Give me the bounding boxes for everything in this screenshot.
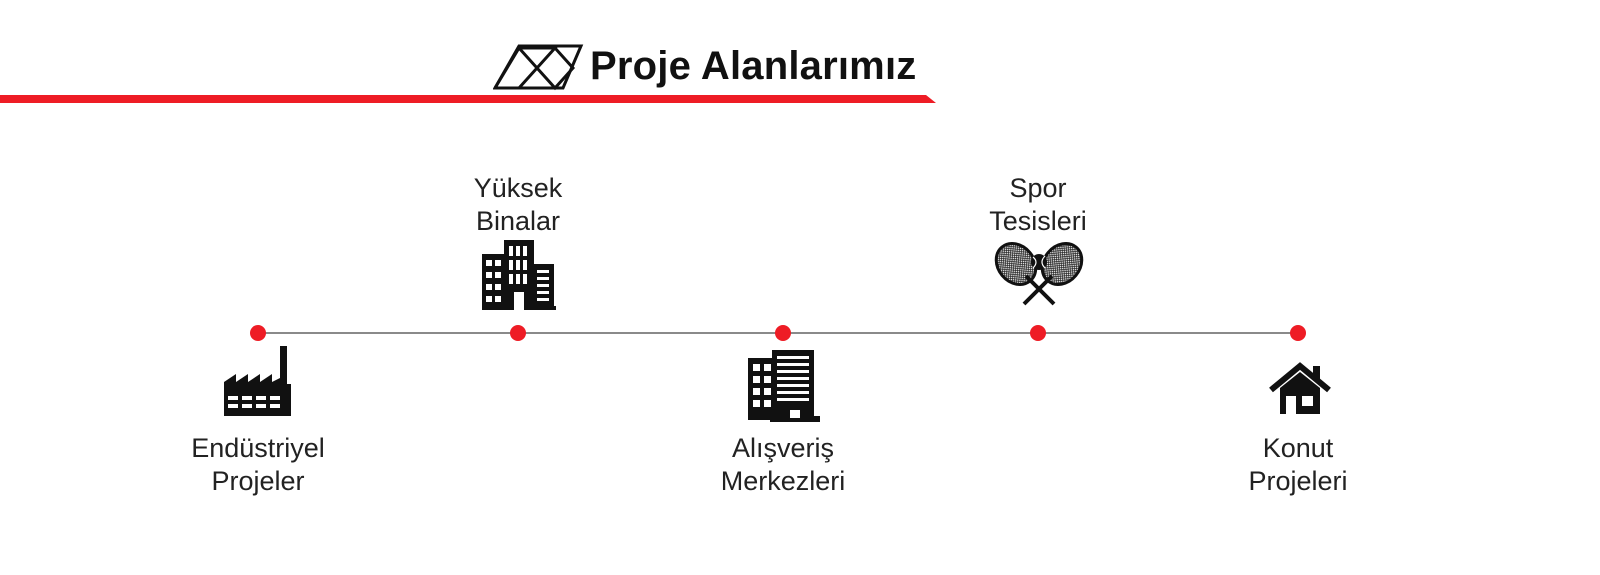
header: Proje Alanlarımız xyxy=(0,0,1600,110)
shopping-center-building-icon xyxy=(748,350,820,422)
timeline-item-shopping: Alışveriş Merkezleri xyxy=(683,432,883,498)
timeline-dot-residential xyxy=(1290,325,1306,341)
timeline-item-sports: Spor Tesisleri xyxy=(938,172,1138,238)
page-title: Proje Alanlarımız xyxy=(590,44,917,88)
title-underline xyxy=(0,95,936,103)
high-rise-buildings-icon xyxy=(482,240,556,310)
timeline-dot-industrial xyxy=(250,325,266,341)
timeline-item-residential: Konut Projeleri xyxy=(1198,432,1398,498)
timeline-item-high-rise: Yüksek Binalar xyxy=(418,172,618,238)
item-label-line2: Projeleri xyxy=(1248,466,1348,496)
item-label-line2: Merkezleri xyxy=(720,466,846,496)
timeline-dot-high-rise xyxy=(510,325,526,341)
timeline-dot-sports xyxy=(1030,325,1046,341)
item-label-line1: Konut xyxy=(1262,433,1334,463)
item-label-line1: Spor xyxy=(1009,173,1067,203)
timeline-dot-shopping xyxy=(775,325,791,341)
tennis-rackets-icon xyxy=(994,242,1084,306)
item-label-line1: Endüstriyel xyxy=(191,433,325,463)
item-label-line1: Alışveriş xyxy=(731,433,834,463)
item-label-line1: Yüksek xyxy=(473,173,563,203)
house-icon xyxy=(1269,362,1331,414)
item-label-line2: Binalar xyxy=(475,206,561,236)
truss-logo-icon xyxy=(493,44,584,91)
timeline-item-industrial: Endüstriyel Projeler xyxy=(158,432,358,498)
factory-icon xyxy=(224,346,291,416)
item-label-line2: Tesisleri xyxy=(989,206,1087,236)
item-label-line2: Projeler xyxy=(211,466,305,496)
